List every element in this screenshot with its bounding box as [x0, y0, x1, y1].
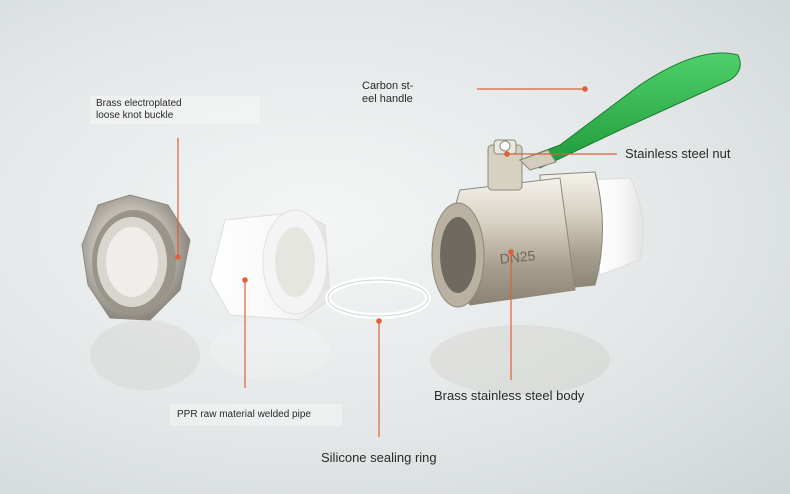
ppr-welded-pipe — [209, 209, 331, 321]
nut-label: Stainless steel nut — [625, 146, 731, 161]
loose-knot-buckle — [81, 194, 191, 321]
body-label: Brass stainless steel body — [434, 388, 585, 403]
floor-reflection — [90, 320, 610, 395]
pipe-label-box — [170, 404, 342, 426]
buckle-label: Brass electroplated loose knot buckle — [96, 98, 182, 121]
leader-dots — [175, 86, 588, 324]
pipe-label: PPR raw material welded pipe — [177, 409, 311, 420]
ring-label: Silicone sealing ring — [321, 450, 437, 465]
leader-lines — [177, 88, 617, 437]
silicone-sealing-ring — [325, 277, 431, 319]
buckle-label-box — [90, 96, 260, 124]
ball-valve — [431, 52, 741, 308]
handle-label: Carbon st- eel handle — [362, 80, 414, 105]
